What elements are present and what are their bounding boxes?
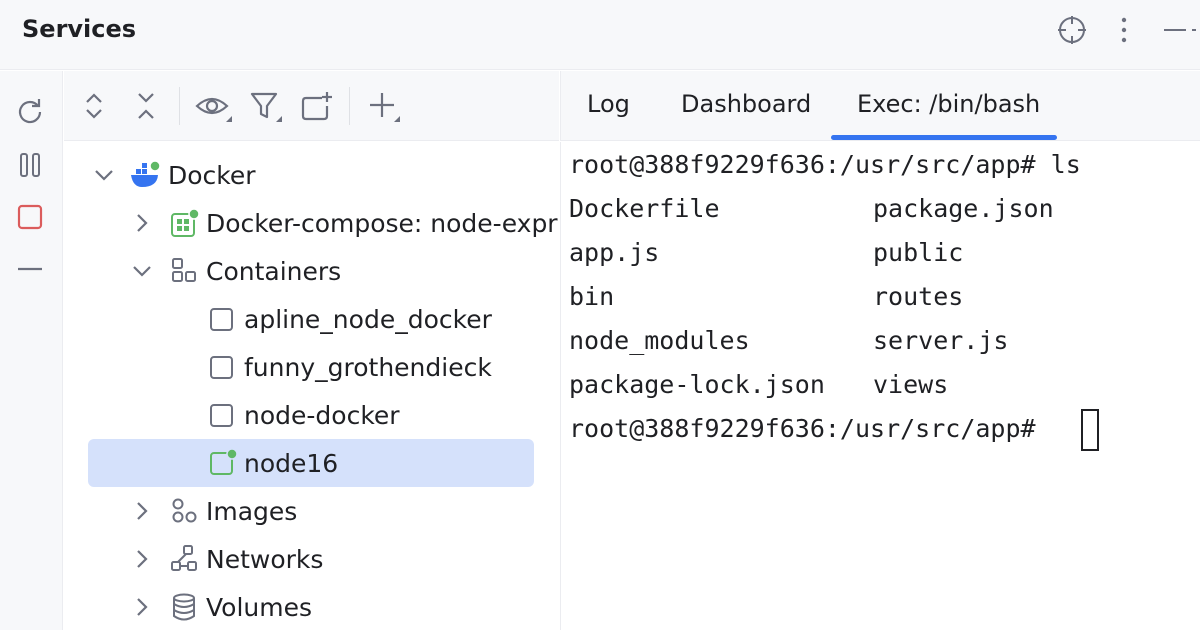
toolbar-separator — [179, 87, 180, 125]
tree-node-label: Images — [206, 497, 298, 526]
terminal-file: package-lock.json — [569, 370, 825, 399]
chevron-down-icon[interactable] — [92, 163, 116, 187]
container-icon — [208, 304, 238, 334]
refresh-icon[interactable] — [14, 95, 46, 127]
more-vertical-icon[interactable] — [1108, 14, 1140, 46]
container-item[interactable]: apline_node_docker — [64, 295, 559, 343]
detail-tabs: Log Dashboard Exec: /bin/bash — [560, 71, 1200, 141]
terminal-line: root@388f9229f636:/usr/src/app# ls — [569, 150, 1081, 179]
tree-toolbar — [64, 71, 559, 141]
terminal-file: views — [873, 370, 949, 399]
services-tree: Docker Docker-compose: node-expr Contain… — [64, 142, 559, 630]
container-icon — [208, 352, 238, 382]
tree-node-images[interactable]: Images — [64, 487, 559, 535]
container-icon — [208, 400, 238, 430]
terminal-file: node_modules — [569, 326, 750, 355]
running-container-icon — [208, 448, 238, 478]
tab-log[interactable]: Log — [587, 90, 630, 118]
chevron-right-icon[interactable] — [130, 211, 154, 235]
minimize-icon[interactable] — [1160, 14, 1200, 46]
volumes-icon — [170, 592, 200, 622]
terminal-file: package.json — [873, 194, 1054, 223]
terminal-output[interactable]: root@388f9229f636:/usr/src/app# ls Docke… — [560, 142, 1200, 630]
chevron-right-icon[interactable] — [130, 499, 154, 523]
eye-icon[interactable] — [194, 90, 234, 122]
add-icon[interactable] — [366, 90, 406, 122]
tree-node-networks[interactable]: Networks — [64, 535, 559, 583]
networks-icon — [170, 544, 200, 574]
terminal-file: Dockerfile — [569, 194, 720, 223]
terminal-cursor — [1081, 409, 1099, 451]
terminal-file: routes — [873, 282, 964, 311]
chevron-right-icon[interactable] — [130, 595, 154, 619]
tree-node-volumes[interactable]: Volumes — [64, 583, 559, 630]
compose-icon — [170, 208, 200, 238]
collapse-all-icon[interactable] — [130, 90, 162, 122]
tree-node-docker[interactable]: Docker — [64, 151, 559, 199]
terminal-file: public — [873, 238, 964, 267]
container-item-selected[interactable]: node16 — [64, 439, 559, 487]
containers-icon — [170, 256, 200, 286]
container-item[interactable]: node-docker — [64, 391, 559, 439]
stop-icon[interactable] — [14, 201, 46, 233]
chevron-right-icon[interactable] — [130, 547, 154, 571]
container-label: funny_grothendieck — [244, 353, 492, 382]
selection-highlight — [88, 439, 534, 487]
terminal-file: app.js — [569, 238, 660, 267]
terminal-file: server.js — [873, 326, 1009, 355]
actions-toolbar — [0, 71, 63, 630]
expand-all-icon[interactable] — [78, 90, 110, 122]
locate-icon[interactable] — [1056, 14, 1088, 46]
tab-exec[interactable]: Exec: /bin/bash — [857, 90, 1041, 118]
container-label: node-docker — [244, 401, 400, 430]
filter-icon[interactable] — [248, 90, 288, 122]
images-icon — [170, 496, 200, 526]
docker-icon — [130, 160, 161, 190]
tab-dashboard[interactable]: Dashboard — [681, 90, 812, 118]
tree-node-label: Containers — [206, 257, 342, 286]
minus-icon[interactable] — [14, 253, 46, 285]
container-label: node16 — [244, 449, 339, 478]
panel-title: Services — [22, 15, 137, 43]
tree-node-label: Networks — [206, 545, 324, 574]
tree-node-compose[interactable]: Docker-compose: node-expr — [64, 199, 559, 247]
pause-icon[interactable] — [14, 149, 46, 181]
services-header: Services — [0, 0, 1200, 70]
terminal-file: bin — [569, 282, 615, 311]
toolbar-separator — [349, 87, 350, 125]
tree-node-containers[interactable]: Containers — [64, 247, 559, 295]
tree-node-label: Docker-compose: node-expr — [206, 209, 558, 238]
new-tab-icon[interactable] — [300, 90, 340, 122]
tree-node-label: Volumes — [206, 593, 313, 622]
terminal-prompt: root@388f9229f636:/usr/src/app# — [569, 414, 1051, 443]
container-item[interactable]: funny_grothendieck — [64, 343, 559, 391]
container-label: apline_node_docker — [244, 305, 492, 334]
tree-node-label: Docker — [168, 161, 256, 190]
chevron-down-icon[interactable] — [130, 259, 154, 283]
active-tab-indicator — [831, 135, 1057, 140]
